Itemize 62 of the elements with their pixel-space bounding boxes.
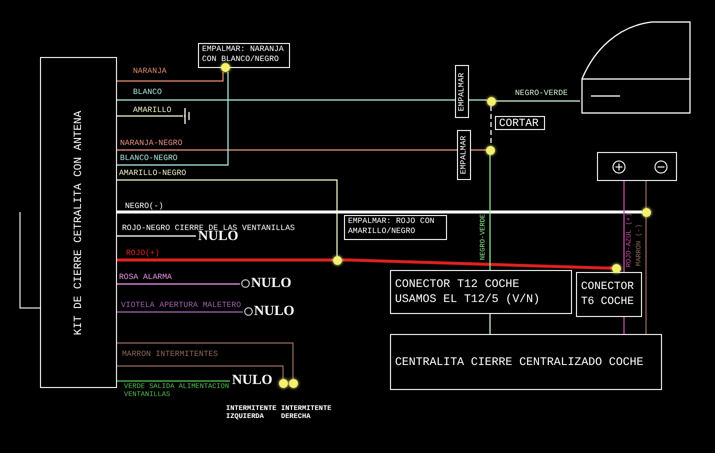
junction-dot — [289, 379, 298, 388]
note-box: EMPALMAR: ROJO CON AMARILLO/NEGRO — [344, 215, 447, 240]
wire — [117, 283, 240, 285]
wire — [645, 181, 647, 208]
note-tag: CORTAR — [495, 116, 545, 130]
status-text: NULO — [254, 304, 294, 319]
connector-box: CONECTOR T6 COCHE — [576, 272, 642, 317]
wire — [117, 179, 338, 256]
wire — [623, 181, 625, 272]
junction-dot — [333, 256, 342, 265]
junction-dot — [612, 264, 621, 273]
wire — [489, 155, 491, 270]
wire-label: AMARILLO-NEGRO — [119, 169, 188, 178]
wire — [117, 210, 642, 214]
wire — [342, 258, 612, 270]
wire — [490, 106, 492, 146]
splice-box — [455, 65, 469, 118]
wire-label: NARANJA-NEGRO — [120, 139, 184, 148]
wire-label: NEGRO(-) — [125, 202, 164, 211]
connector-box: CONECTOR T12 COCHE USAMOS EL T12/5 (V/N) — [390, 270, 572, 314]
wire — [117, 149, 457, 151]
wire — [117, 365, 284, 379]
wire — [117, 380, 230, 382]
wire-label: BLANCO-NEGRO — [120, 154, 179, 163]
wire — [645, 217, 647, 334]
status-text: NULO — [232, 373, 272, 388]
wire-label: VIOTELA APERTURA MALETERO — [121, 301, 242, 310]
wire-label: BLANCO — [133, 88, 163, 97]
splice-box — [457, 130, 471, 180]
wire — [117, 311, 243, 313]
wire — [117, 115, 183, 117]
junction-dot — [279, 379, 288, 388]
splice-label: EMPALMAR — [458, 72, 466, 111]
wire — [117, 258, 333, 262]
junction-dot — [642, 208, 651, 217]
wire-label: ROSA ALARMA — [119, 273, 173, 282]
wire-label: MARRON INTERMITENTES — [122, 350, 220, 359]
module-label: KIT DE CIERRE CETRALITA CON ANTENA — [72, 110, 84, 335]
wire — [623, 317, 625, 334]
module-box — [40, 57, 117, 388]
wire — [117, 342, 294, 379]
status-text: NULO — [198, 229, 238, 244]
wire-label: AMARILLO — [133, 106, 172, 115]
junction-dot — [486, 146, 495, 155]
wire — [469, 99, 487, 101]
connector-box: CENTRALITA CIERRE CENTRALIZADO COCHE — [390, 334, 662, 390]
wire — [471, 149, 486, 151]
status-text: NULO — [251, 276, 292, 291]
wire — [117, 99, 455, 101]
wire — [117, 72, 229, 166]
wire — [117, 235, 196, 237]
junction-dot — [487, 97, 496, 106]
wire — [489, 314, 491, 334]
splice-label: EMPALMAR — [460, 136, 468, 174]
wire — [117, 72, 224, 82]
wire-label: ROJO(+) — [126, 249, 161, 258]
terminal-box — [597, 152, 677, 181]
wire-label: NEGRO-VERDE — [515, 89, 569, 98]
note-box: EMPALMAR: NARANJA CON BLANCO/NEGRO — [198, 43, 290, 68]
wire — [496, 100, 580, 102]
wire-label: NARANJA — [133, 67, 168, 76]
junction-dot — [221, 63, 230, 72]
